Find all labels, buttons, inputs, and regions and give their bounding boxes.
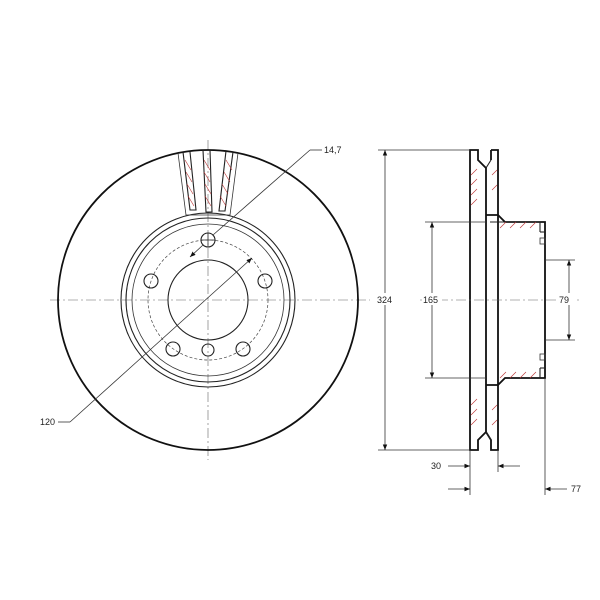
outer-rim [57, 149, 359, 451]
friction-ring-inner-edge [120, 212, 296, 388]
dim-total-height: 77 [571, 484, 581, 494]
bolt-hole [143, 273, 159, 289]
dim-pitch-circle: 120 [40, 417, 55, 427]
center-bore [167, 259, 249, 341]
bolt-hole [235, 341, 251, 357]
dim-hub-diameter-group: 165 [422, 222, 442, 378]
hub-step [131, 223, 285, 377]
bolt-hole [165, 341, 181, 357]
bolt-hole-section [539, 237, 546, 245]
dim-center-bore: 79 [559, 295, 569, 305]
bolt-hole-section [539, 353, 546, 361]
dim-outer-diameter: 324 [377, 295, 392, 305]
dim-outer-diameter-group: 324 [376, 150, 396, 450]
front-view: 14,7 120 [40, 140, 370, 460]
dim-bolt-hole-diameter: 14,7 [324, 145, 342, 155]
dim-disc-thickness: 30 [431, 461, 441, 471]
dim-total-height-group: 77 [448, 484, 581, 494]
bolt-holes [143, 232, 273, 357]
dim-hub-diameter: 165 [423, 295, 438, 305]
leader-bolt-hole: 14,7 [189, 145, 342, 258]
cooling-vanes [177, 149, 239, 216]
bolt-hole [201, 343, 215, 357]
hat-profile [486, 214, 546, 386]
bolt-hole [257, 273, 273, 289]
side-section-view: 324 165 79 30 77 [376, 149, 581, 495]
section-hatch [470, 168, 537, 426]
hub-outer-edge [125, 217, 291, 383]
hat-inner-edge [490, 221, 541, 378]
leader-pitch-circle: 120 [40, 257, 253, 427]
dim-center-bore-group: 79 [558, 260, 576, 340]
dim-disc-thickness-group: 30 [431, 461, 520, 471]
